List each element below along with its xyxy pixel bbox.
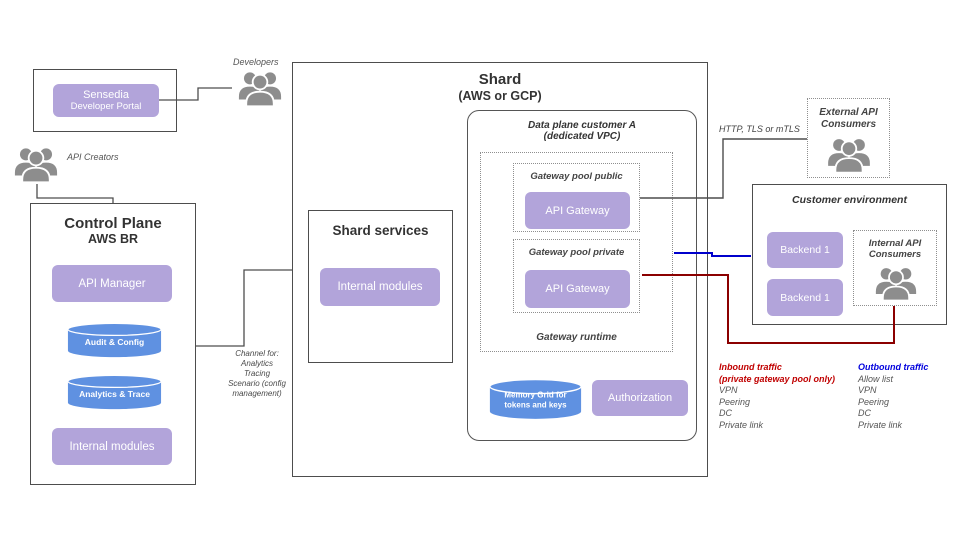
channel-note-line: Analytics <box>240 359 273 368</box>
analytics-trace-label: Analytics & Trace <box>79 388 150 399</box>
control-plane-subtitle: AWS BR <box>88 232 138 246</box>
api-creators-to-control-plane-line <box>36 184 114 204</box>
channel-note-line: management) <box>232 389 282 398</box>
channel-note-line: Scenario (config <box>228 379 286 388</box>
inbound-item: VPN <box>719 385 738 395</box>
inbound-traffic-block: Inbound traffic (private gateway pool on… <box>719 362 854 431</box>
gateway-pool-private-box: Gateway pool private <box>513 239 640 313</box>
inbound-item: DC <box>719 408 732 418</box>
shard-subtitle: (AWS or GCP) <box>458 89 542 103</box>
memory-grid-line1: Memory Grid for <box>504 390 567 400</box>
internal-api-consumers-icon <box>875 264 917 302</box>
analytics-trace-cylinder: Analytics & Trace <box>66 374 163 411</box>
inbound-traffic-title: Inbound traffic <box>719 362 782 372</box>
outbound-item: Allow list <box>858 373 894 384</box>
control-plane-title: Control Plane <box>64 215 162 232</box>
external-api-consumers-box: External API Consumers <box>807 98 890 178</box>
gateway-runtime-label: Gateway runtime <box>536 332 617 343</box>
channel-note-line: Channel for: <box>235 349 279 358</box>
portal-subtitle: Developer Portal <box>70 101 142 112</box>
sensedia-developer-portal-box: Sensedia Developer Portal <box>53 84 159 117</box>
external-line1: External API <box>819 107 878 118</box>
api-gateway-public-box: API Gateway <box>525 192 630 229</box>
control-plane-internal-modules-box: Internal modules <box>52 428 172 465</box>
outbound-item: DC <box>858 408 871 418</box>
channel-note-line: Tracing <box>243 369 271 378</box>
memory-grid-label: Memory Grid for tokens and keys <box>488 385 583 410</box>
gateway-runtime-box: Gateway runtime <box>480 152 673 352</box>
api-creators-label: API Creators <box>67 152 119 162</box>
inbound-traffic-subtitle: (private gateway pool only) <box>719 373 836 384</box>
api-creators-icon <box>14 144 58 184</box>
shard-title: Shard <box>478 71 522 88</box>
internal-api-consumers-box: Internal API Consumers <box>853 230 937 306</box>
external-line2: Consumers <box>820 118 876 130</box>
outbound-item: Private link <box>858 419 903 430</box>
http-tls-label: HTTP, TLS or mTLS <box>719 124 800 134</box>
internal-line2: Consumers <box>868 249 922 260</box>
outbound-item: VPN <box>858 385 877 395</box>
data-plane-subtitle: (dedicated VPC) <box>543 131 621 142</box>
internal-line1: Internal API <box>868 238 922 249</box>
control-plane-to-shard-line <box>196 269 292 347</box>
internal-api-consumers-title: Internal API Consumers <box>854 238 936 260</box>
outbound-traffic-title: Outbound traffic <box>858 362 929 372</box>
inbound-item: Private link <box>719 419 764 430</box>
backend-2-box: Backend 1 <box>767 279 843 316</box>
gateway-pool-public-box: Gateway pool public <box>513 163 640 232</box>
data-plane-title: Data plane customer A <box>528 120 636 131</box>
portal-title: Sensedia <box>83 89 129 101</box>
memory-grid-line2: tokens and keys <box>504 400 567 410</box>
api-gateway-private-box: API Gateway <box>525 270 630 308</box>
api-manager-box: API Manager <box>52 265 172 302</box>
shard-services-title: Shard services <box>332 223 429 238</box>
shard-services-internal-modules-box: Internal modules <box>320 268 440 306</box>
memory-grid-cylinder: Memory Grid for tokens and keys <box>488 378 583 421</box>
gateway-pool-public-title: Gateway pool public <box>530 171 623 182</box>
customer-environment-title: Customer environment <box>792 194 907 206</box>
authorization-box: Authorization <box>592 380 688 416</box>
outbound-item: Peering <box>858 396 890 407</box>
inbound-item: Peering <box>719 396 751 407</box>
external-api-consumers-title: External API Consumers <box>808 107 889 130</box>
audit-config-cylinder: Audit & Config <box>66 322 163 359</box>
audit-config-label: Audit & Config <box>84 336 145 347</box>
developers-icon <box>238 68 283 108</box>
external-api-consumers-icon <box>827 135 871 174</box>
gateway-pool-private-title: Gateway pool private <box>528 247 625 258</box>
developers-label: Developers <box>233 57 279 67</box>
channel-note: Channel for: Analytics Tracing Scenario … <box>212 349 302 399</box>
outbound-traffic-block: Outbound traffic Allow list VPN Peering … <box>858 362 953 431</box>
backend-1-box: Backend 1 <box>767 232 843 268</box>
